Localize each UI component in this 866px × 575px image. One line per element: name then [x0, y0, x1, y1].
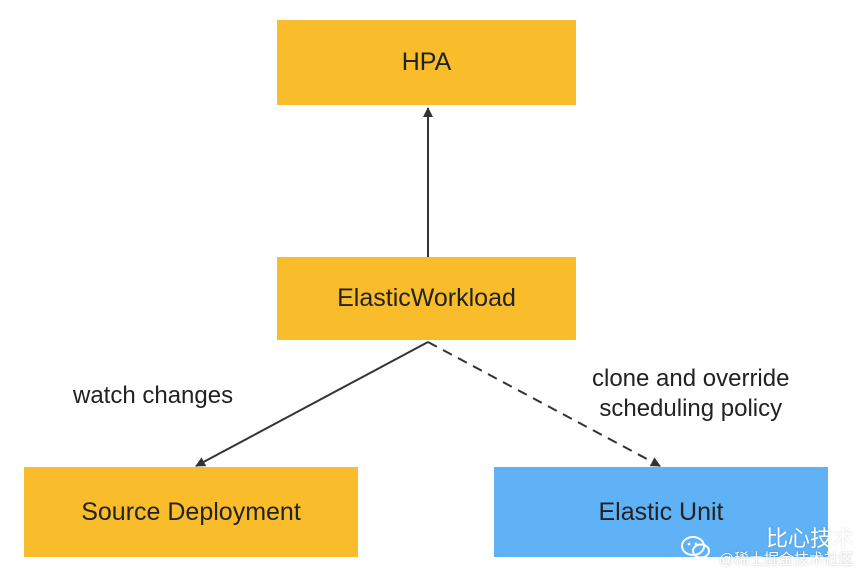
- edge-label-clone-line1: clone and override: [592, 365, 790, 392]
- edge-label-clone-override: clone and override scheduling policy: [592, 364, 789, 424]
- watermark-line1: 比心技术: [765, 526, 854, 551]
- edge-workload-to-source: [195, 341, 429, 467]
- node-source-deployment: Source Deployment: [24, 467, 358, 557]
- node-elastic-workload: ElasticWorkload: [277, 257, 576, 340]
- node-elastic-workload-label: ElasticWorkload: [337, 284, 516, 312]
- node-source-deployment-label: Source Deployment: [81, 497, 301, 526]
- watermark: 比心技术 @稀土掘金技术社区: [680, 526, 854, 569]
- edge-label-clone-line2: scheduling policy: [599, 395, 783, 422]
- node-hpa-label: HPA: [401, 48, 452, 76]
- wechat-icon: [680, 536, 710, 559]
- edge-label-watch-changes: watch changes: [73, 382, 234, 409]
- edge-workload-to-elastic-unit: [427, 341, 661, 467]
- node-hpa: HPA: [277, 20, 576, 105]
- watermark-line2: @稀土掘金技术社区: [718, 551, 854, 568]
- node-elastic-unit-label: Elastic Unit: [598, 497, 724, 526]
- node-elastic-unit: Elastic Unit: [494, 467, 828, 557]
